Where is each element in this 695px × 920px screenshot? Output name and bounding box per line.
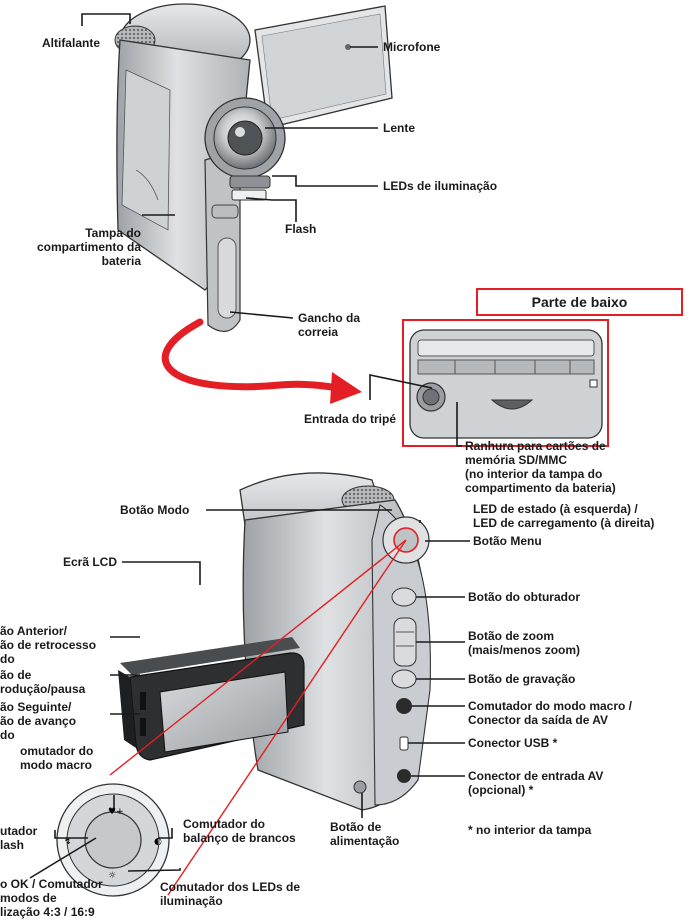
label-comutador-macro-right: Comutador do modo macro /Conector da saí…: [468, 699, 633, 727]
svg-text:☼: ☼: [108, 871, 116, 881]
label-microfone: Microfone: [383, 40, 441, 54]
label-entrada-tripe: Entrada do tripé: [304, 412, 397, 426]
label-lente: Lente: [383, 121, 416, 135]
label-conector-entrada-av: Conector de entrada AV(opcional) *: [468, 769, 604, 797]
label-altifalante: Altifalante: [41, 36, 100, 50]
bottom-view-title: Parte de baixo: [476, 288, 683, 316]
dial-closeup: ♥+ ◐ ☼ ↯: [56, 783, 170, 897]
label-led-estado: LED de estado (à esquerda) /LED de carre…: [473, 502, 655, 530]
label-nota-tampa: * no interior da tampa: [468, 823, 592, 837]
camera-back-view: [118, 472, 431, 811]
camera-front-view: [114, 3, 393, 332]
label-leds-iluminacao: LEDs de iluminação: [383, 179, 498, 193]
svg-text:↯: ↯: [64, 837, 72, 847]
label-conector-usb: Conector USB *: [468, 736, 558, 750]
label-botao-obturador: Botão do obturador: [468, 590, 580, 604]
svg-text:◐: ◐: [154, 837, 162, 847]
label-botao-zoom: Botão de zoom(mais/menos zoom): [468, 629, 581, 657]
camera-bottom-view: [409, 329, 603, 439]
label-botao-modo: Botão Modo: [120, 503, 190, 517]
svg-text:♥+: ♥+: [108, 807, 124, 817]
label-botao-gravacao: Botão de gravação: [468, 672, 576, 686]
label-ecra-lcd: Ecrã LCD: [63, 555, 118, 569]
label-flash: Flash: [285, 222, 317, 236]
label-botao-menu: Botão Menu: [473, 534, 542, 548]
